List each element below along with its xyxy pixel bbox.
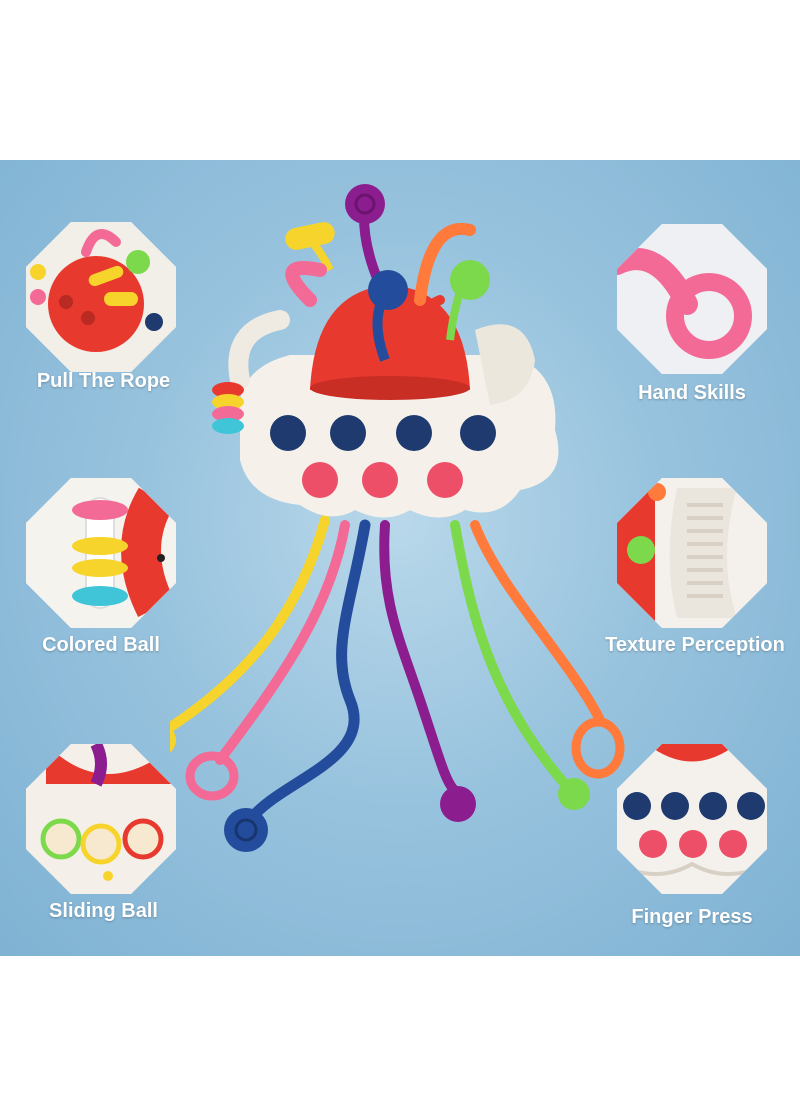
finger-press-label: Finger Press [631,906,753,928]
navy-bubble [330,415,366,451]
purple-disc-end [440,786,476,822]
hand-skills-label: Hand Skills [638,382,746,404]
texture-pad [475,324,535,405]
rainbow-rings [212,382,244,398]
texture-perception-label: Texture Perception [605,634,785,656]
colored-ball-thumbnail [26,478,176,628]
pull-the-rope-label: Pull The Rope [36,370,171,392]
product-panel: Pull The Rope Colored Ball Sliding Ball [0,160,800,956]
green-flower-end [558,778,590,810]
navy-bubble [270,415,306,451]
blue-rope [244,519,371,826]
sliding-ball-thumbnail [26,744,176,894]
texture-perception-thumbnail [617,478,767,628]
pink-rope [215,520,350,765]
orange-rope [470,520,605,725]
pull-the-rope-thumbnail [26,222,176,372]
purple-rope [379,520,459,795]
pink-bubble [362,462,398,498]
orange-loop [414,222,476,306]
blue-disc-end [224,808,268,852]
sensory-toy-illustration [170,184,625,852]
finger-press-thumbnail [617,744,767,894]
pink-bubble [427,462,463,498]
green-rope [450,520,575,795]
sliding-ball-label: Sliding Ball [49,900,158,922]
pink-loop [285,261,327,307]
yellow-rope [170,515,330,734]
pink-ring-end [185,751,239,801]
red-loop [405,295,445,355]
orange-ring-end [571,717,625,779]
hand-skills-thumbnail [617,224,767,374]
pink-bubble [302,462,338,498]
navy-bubble [460,415,496,451]
handle-loop [228,310,290,390]
yellow-flower-end [170,727,176,753]
colored-ball-label: Colored Ball [42,634,160,656]
navy-bubble [396,415,432,451]
